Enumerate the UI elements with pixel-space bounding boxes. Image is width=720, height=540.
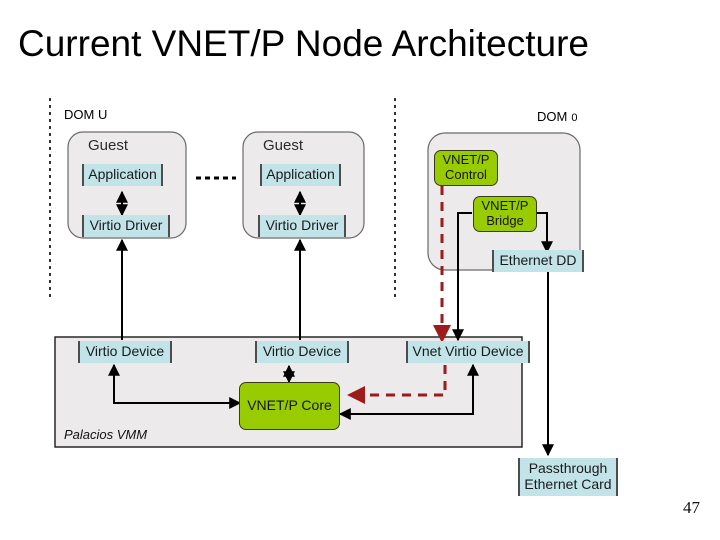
vnetp-control-line2: Control [445,167,487,182]
dom-0-label-main: DOM [537,109,568,124]
vnet-virtio-device-box: Vnet Virtio Device [406,341,530,363]
dom-u-label: DOM U [64,107,108,122]
guest-2-virtio-driver-box: Virtio Driver [258,215,346,237]
guest-2-application-box: Application [260,164,341,186]
virtio-device-box-1: Virtio Device [78,341,172,363]
passthrough-ethernet-card-box: Passthrough Ethernet Card [518,458,618,496]
guest-2-title: Guest [263,137,304,154]
vnetp-bridge-line2: Bridge [486,213,524,228]
guest-1-application-box: Application [82,164,163,186]
vnetp-core-box: VNET/P Core [239,382,340,430]
bridge-to-vnet-virtio-device-arrow [452,212,472,342]
vnetp-control-line1: VNET/P [442,152,490,168]
dom-0-label-index: 0 [571,112,578,124]
vnetp-bridge-line1: VNET/P [481,198,529,214]
virtio-device1-to-core-path [108,363,242,409]
palacios-vmm-label: Palacios VMM [64,427,148,442]
virtio-device-box-2: Virtio Device [255,341,349,363]
page-title: Current VNET/P Node Architecture [18,23,590,64]
guest-1-virtio-driver-box: Virtio Driver [82,215,170,237]
vnet-virtio-device-to-core-path [338,363,479,420]
slide-page-number: 47 [683,498,700,517]
guest-1-title: Guest [88,137,129,154]
bridge-to-ethernetdd-arrow [536,212,553,254]
vnetp-bridge-label: VNET/P Bridge [482,199,529,228]
vnetp-bridge-box: VNET/P Bridge [473,196,537,232]
passthrough-card-line1: Passthrough [528,460,608,477]
vnetp-control-box: VNET/P Control [434,150,498,186]
vnetp-control-label: VNET/P Control [443,153,490,182]
ethernet-dd-box: Ethernet DD [492,250,584,272]
passthrough-card-line2: Ethernet Card [524,476,612,492]
